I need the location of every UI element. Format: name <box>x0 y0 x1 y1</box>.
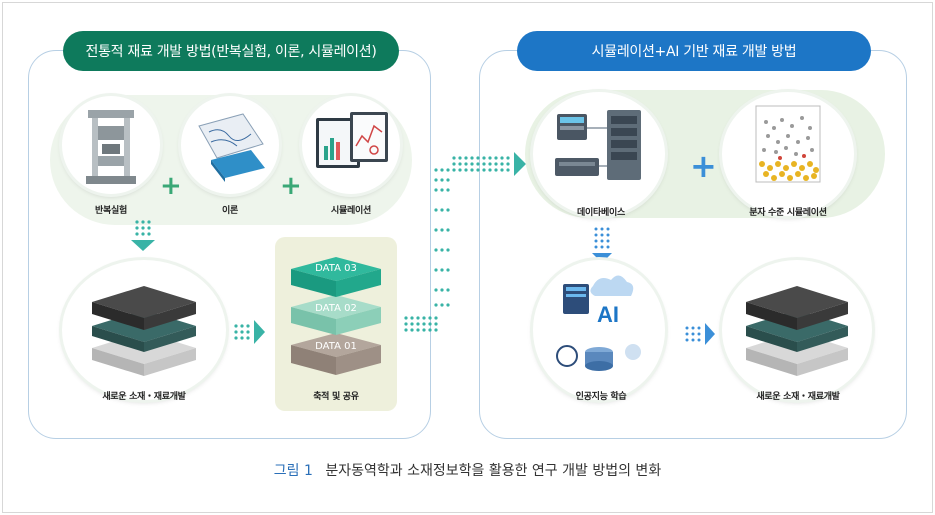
plus-icon: + <box>690 147 717 185</box>
new-material-circle <box>62 260 226 400</box>
material-layers-icon <box>92 286 196 376</box>
material-layers-icon <box>746 286 848 376</box>
press-machine-icon <box>86 110 136 184</box>
figure-caption: 그림 1 분자동역학과 소재정보학을 활용한 연구 개발 방법의 변화 <box>0 460 935 480</box>
ai-brain-icon: AI <box>556 275 641 371</box>
plus-icon: + <box>280 171 302 201</box>
plus-icon: + <box>160 171 182 201</box>
right-arrow-icon <box>685 323 715 345</box>
server-rack-icon <box>555 110 641 180</box>
simulation-circle <box>302 96 400 194</box>
down-arrow-icon <box>592 227 612 263</box>
experiment-circle <box>62 96 160 194</box>
molecular-simulation-circle <box>722 92 854 216</box>
monitor-charts-icon <box>316 112 388 168</box>
database-circle <box>533 92 665 216</box>
traditional-method-title: 전통적 재료 개발 방법(반복실험, 이론, 시뮬레이션) <box>63 31 399 71</box>
experiment-label: 반복실험 <box>95 206 127 216</box>
data-stack <box>291 257 381 375</box>
molecular-simulation-label: 분자 수준 시뮬레이션 <box>749 208 827 218</box>
theory-circle <box>181 96 279 194</box>
data-layer-1: DATA 01 <box>315 341 357 352</box>
down-arrow-icon <box>131 220 155 251</box>
database-label: 데이타베이스 <box>577 208 625 218</box>
svg-text:AI: AI <box>597 302 619 327</box>
data-layer-2: DATA 02 <box>315 303 357 314</box>
book-icon <box>198 113 265 182</box>
new-material-label: 새로운 소재・재료개발 <box>102 392 186 402</box>
new-material-circle <box>722 260 872 400</box>
connector-dots <box>404 152 526 332</box>
ai-learning-circle: AI <box>533 260 665 400</box>
theory-label: 이론 <box>222 206 238 216</box>
figure-number: 그림 1 <box>273 463 313 479</box>
right-arrow-icon <box>234 320 265 344</box>
data-layer-3: DATA 03 <box>315 263 357 274</box>
ai-learning-label: 인공지능 학습 <box>575 392 627 402</box>
ai-method-title: 시뮬레이션+AI 기반 재료 개발 방법 <box>517 31 871 71</box>
simulation-label: 시뮬레이션 <box>331 206 371 216</box>
accumulate-label: 축적 및 공유 <box>313 392 359 402</box>
molecular-box-icon <box>755 105 821 183</box>
figure-caption-text: 분자동역학과 소재정보학을 활용한 연구 개발 방법의 변화 <box>325 463 662 479</box>
new-material-label: 새로운 소재・재료개발 <box>756 392 840 402</box>
